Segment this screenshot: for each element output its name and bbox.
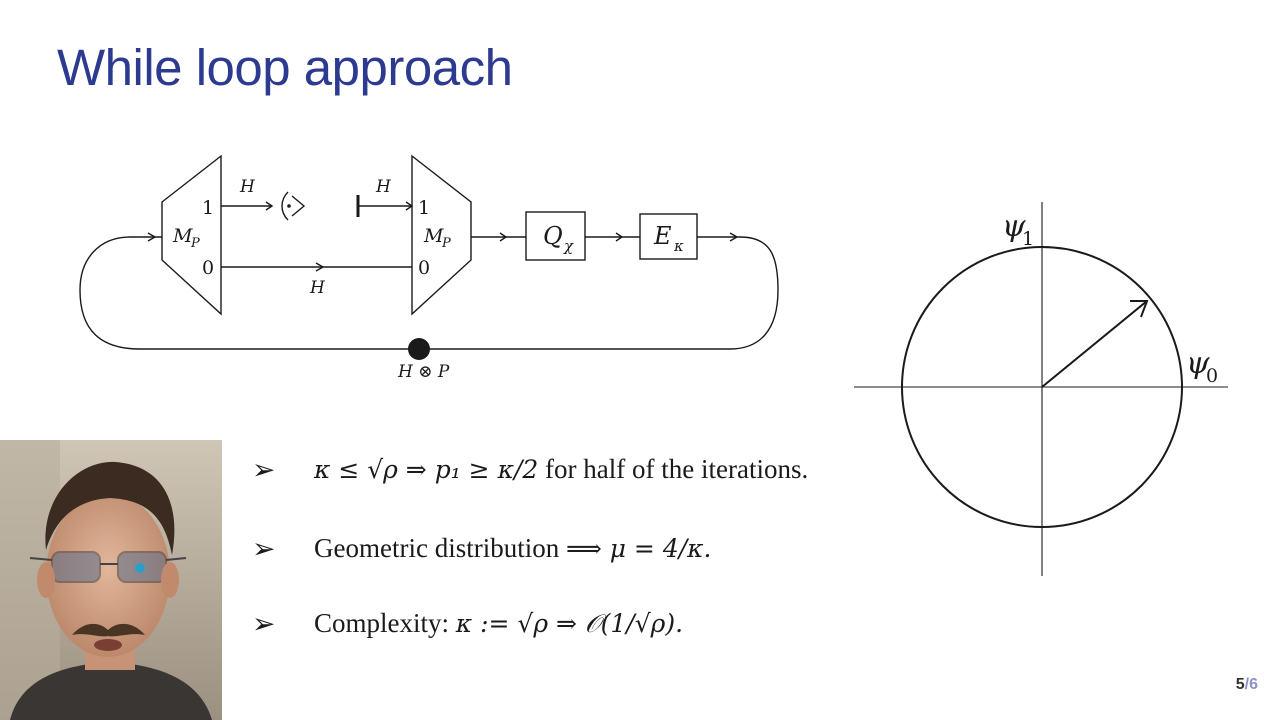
feedback-node <box>408 338 430 360</box>
gate-q-label: Q <box>543 222 563 250</box>
feedback-label: H ⊗ P <box>397 362 450 382</box>
gate-e-sub: κ <box>673 237 684 255</box>
box1-sub: P <box>190 236 200 251</box>
presenter-webcam-video <box>0 440 222 720</box>
port-one-right: 1 <box>418 197 430 219</box>
box2-label: M <box>423 225 444 247</box>
port-zero-left: 0 <box>202 257 214 279</box>
page-total: /6 <box>1245 676 1258 693</box>
bullet-1-text: for half of the iterations. <box>545 454 808 484</box>
wire-label-top-right: H <box>375 177 392 197</box>
bullet-arrow-icon: ➢ <box>252 529 275 568</box>
bullet-arrow-icon: ➢ <box>252 450 275 489</box>
presenter-image <box>0 440 222 720</box>
box1-label: M <box>172 225 193 247</box>
bullet-3-math: κ := √ρ ⇒ 𝒪(1/√ρ). <box>456 609 683 638</box>
psi1-sub: 1 <box>1022 228 1034 250</box>
bullet-list: ➢ κ ≤ √ρ ⇒ p₁ ≥ κ/2 for half of the iter… <box>252 450 832 643</box>
bullet-2-math: ⟹ μ = 4/κ. <box>566 534 712 563</box>
state-circle-diagram: ψ 1 ψ 0 <box>850 190 1240 580</box>
bullet-item: ➢ Complexity: κ := √ρ ⇒ 𝒪(1/√ρ). <box>252 604 832 643</box>
page-current: 5 <box>1236 676 1245 693</box>
port-one-left: 1 <box>202 197 214 219</box>
page-number: 5/6 <box>1236 676 1258 694</box>
box2-sub: P <box>441 236 451 251</box>
bullet-1-math: κ ≤ √ρ ⇒ p₁ ≥ κ/2 <box>314 455 538 484</box>
bullet-3-text: Complexity: <box>314 608 449 638</box>
gate-e-label: E <box>653 222 672 250</box>
slide-title: While loop approach <box>57 38 512 97</box>
port-zero-right: 0 <box>418 257 430 279</box>
discard-symbol <box>282 192 288 220</box>
psi0-sub: 0 <box>1206 365 1218 387</box>
state-vector <box>1042 301 1147 387</box>
bullet-item: ➢ κ ≤ √ρ ⇒ p₁ ≥ κ/2 for half of the iter… <box>252 450 832 489</box>
loop-circuit-diagram: M P M P H H H Q χ E κ H ⊗ P 1 0 1 0 <box>70 140 800 390</box>
wire-label-top-left: H <box>239 177 256 197</box>
bullet-2-text: Geometric distribution <box>314 533 559 563</box>
gate-q-sub: χ <box>563 237 574 255</box>
bullet-item: ➢ Geometric distribution ⟹ μ = 4/κ. <box>252 529 832 568</box>
bullet-arrow-icon: ➢ <box>252 604 275 643</box>
wire-label-bottom: H <box>309 278 326 298</box>
